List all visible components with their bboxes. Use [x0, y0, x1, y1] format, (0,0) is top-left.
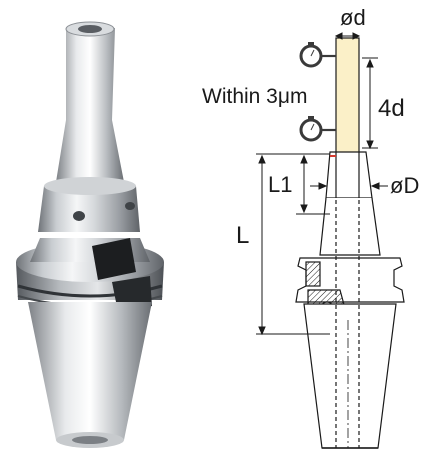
- holder-photo: [16, 21, 164, 448]
- holder-upper-body: [38, 186, 140, 232]
- dial-gauge-icon: [299, 42, 336, 68]
- label-od-large: øD: [390, 173, 419, 198]
- label-within: Within 3μm: [202, 85, 307, 108]
- chuck-nose: [325, 151, 373, 199]
- label-l: L: [236, 222, 249, 249]
- clamp-hatch: [305, 261, 321, 287]
- drawing-taper: [303, 303, 397, 449]
- label-4d: 4d: [378, 95, 405, 122]
- label-od-small: ød: [340, 5, 366, 30]
- holder-nose: [56, 28, 124, 182]
- dimensions: [256, 32, 388, 336]
- drawing: [295, 37, 405, 449]
- screw-head: [73, 211, 85, 221]
- label-l1: L1: [268, 172, 292, 197]
- screw-head: [125, 202, 135, 210]
- dial-gauge-icon: [299, 116, 336, 142]
- drive-key: [92, 238, 136, 280]
- holder-taper: [28, 302, 152, 440]
